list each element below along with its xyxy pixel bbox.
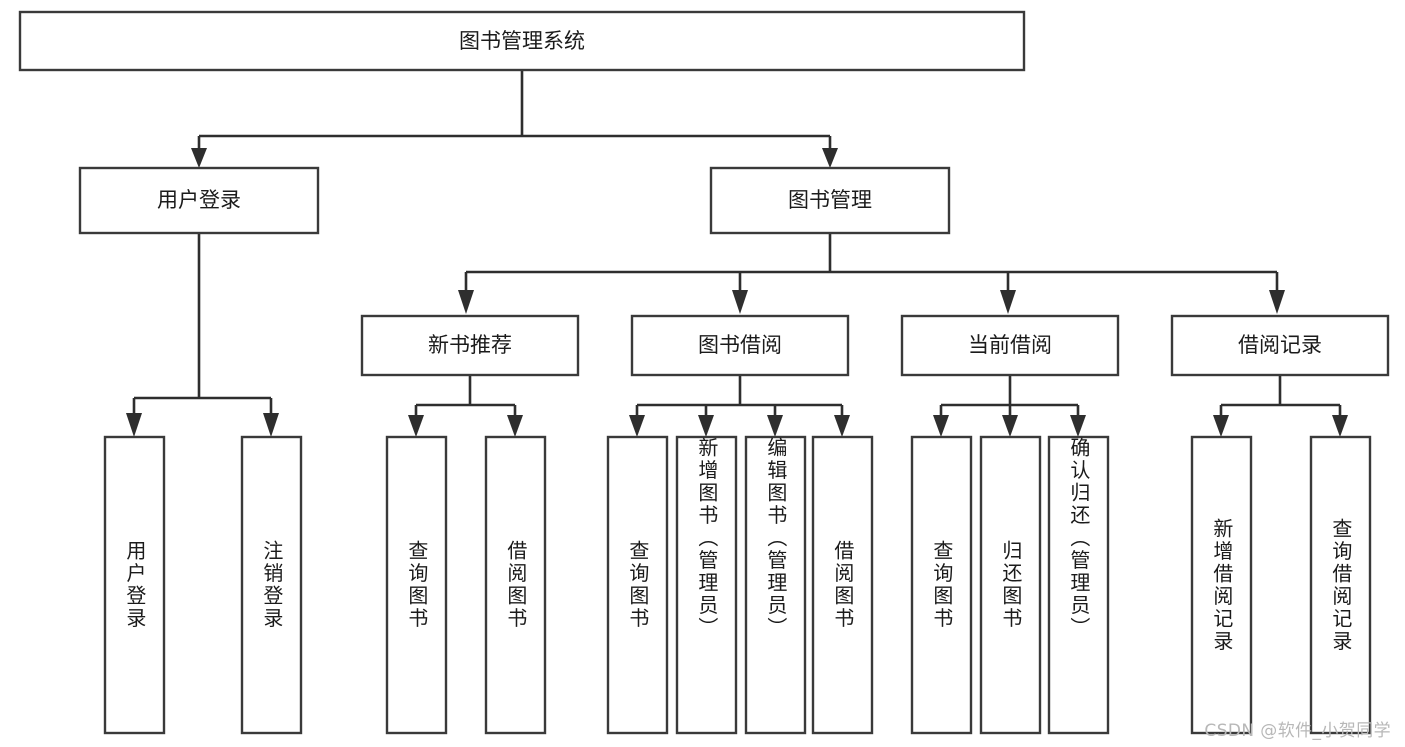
node-book-management-label: 图书管理 — [788, 188, 872, 212]
connector-group-root — [191, 70, 838, 168]
connector-group-user-login — [126, 233, 279, 437]
arrow-head-borrow-4 — [834, 415, 850, 437]
node-user-login-box — [78, 166, 320, 235]
leaf-box-record-add[interactable] — [1190, 435, 1253, 735]
leaf-box-newbook-query[interactable] — [385, 435, 448, 735]
arrow-head-newbook-2 — [507, 415, 523, 437]
leaf-box-borrow-edit[interactable] — [744, 435, 807, 735]
leaf-box-current-query[interactable] — [910, 435, 973, 735]
node-root-system-box — [18, 10, 1026, 72]
node-user-login-label: 用户登录 — [157, 188, 241, 212]
leaf-box-newbook-borrow[interactable] — [484, 435, 547, 735]
arrow-head-borrow-2 — [698, 415, 714, 437]
node-new-book-recommend-label: 新书推荐 — [428, 333, 512, 357]
node-new-book-recommend-box — [360, 314, 580, 377]
leaf-box-borrow-add[interactable] — [675, 435, 738, 735]
connector-group-new-book — [408, 375, 523, 437]
node-new-book-recommend[interactable]: 新书推荐 — [360, 314, 580, 377]
node-book-borrow-label: 图书借阅 — [698, 333, 782, 357]
leaf-box-borrow-query[interactable] — [606, 435, 669, 735]
node-book-borrow-box — [630, 314, 850, 377]
node-book-management-box — [709, 166, 951, 235]
arrow-head-record-1 — [1213, 415, 1229, 437]
arrow-head-root-to-bookmgmt — [822, 148, 838, 168]
node-book-management[interactable]: 图书管理 — [709, 166, 951, 235]
node-current-borrow[interactable]: 当前借阅 — [900, 314, 1120, 377]
arrow-head-current-3 — [1070, 415, 1086, 437]
node-user-login[interactable]: 用户登录 — [78, 166, 320, 235]
arrow-head-borrow-1 — [629, 415, 645, 437]
watermark-label: CSDN @软件_小贺同学 — [1204, 721, 1391, 741]
node-borrow-record-box — [1170, 314, 1390, 377]
leaf-box-current-return[interactable] — [979, 435, 1042, 735]
arrow-head-newbook-1 — [408, 415, 424, 437]
leaf-box-record-query[interactable] — [1309, 435, 1372, 735]
leaf-boxes-group — [103, 435, 1372, 735]
arrow-head-root-to-login — [191, 148, 207, 168]
arrow-head-login-leaf-1 — [126, 413, 142, 437]
arrow-head-bookmgmt-4 — [1269, 290, 1285, 314]
node-book-borrow[interactable]: 图书借阅 — [630, 314, 850, 377]
arrow-head-current-2 — [1002, 415, 1018, 437]
leaf-box-user-login-login[interactable] — [103, 435, 166, 735]
connector-group-current-borrow — [933, 375, 1086, 437]
node-root-system[interactable]: 图书管理系统 — [18, 10, 1026, 72]
arrow-head-borrow-3 — [767, 415, 783, 437]
node-borrow-record-label: 借阅记录 — [1238, 333, 1322, 357]
node-root-system-label: 图书管理系统 — [459, 29, 585, 53]
node-current-borrow-label: 当前借阅 — [968, 333, 1052, 357]
leaf-box-current-confirm[interactable] — [1047, 435, 1110, 735]
arrow-head-current-1 — [933, 415, 949, 437]
connector-group-borrow-record — [1213, 375, 1348, 437]
arrow-head-bookmgmt-2 — [732, 290, 748, 314]
node-current-borrow-box — [900, 314, 1120, 377]
arrow-head-bookmgmt-1 — [458, 290, 474, 314]
node-borrow-record[interactable]: 借阅记录 — [1170, 314, 1390, 377]
arrow-head-login-leaf-2 — [263, 413, 279, 437]
arrow-head-bookmgmt-3 — [1000, 290, 1016, 314]
leaf-box-user-login-logout[interactable] — [240, 435, 303, 735]
arrow-head-record-2 — [1332, 415, 1348, 437]
connector-group-book-borrow — [629, 375, 850, 437]
connector-group-book-management — [458, 233, 1285, 314]
leaf-box-borrow-lend[interactable] — [811, 435, 874, 735]
